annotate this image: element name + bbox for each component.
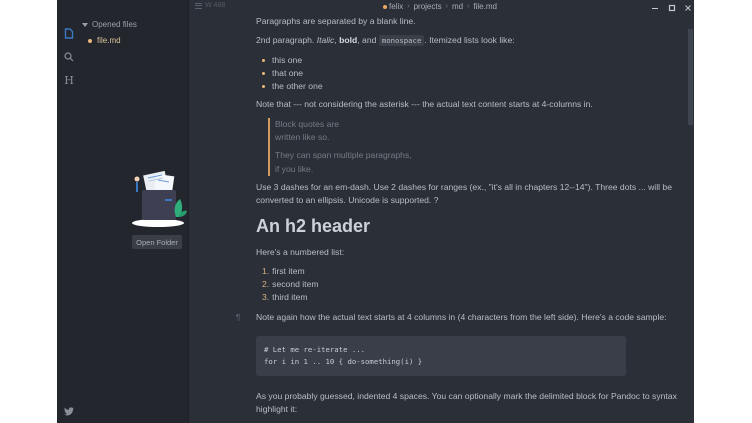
close-button[interactable]: [682, 2, 694, 14]
list-item: 2.second item: [262, 278, 686, 291]
list-item: that one: [262, 67, 686, 80]
text: if you like.: [275, 163, 314, 174]
list-item: 1.first item: [262, 265, 686, 278]
paragraph: Note that --- not considering the asteri…: [256, 99, 593, 110]
app-window: H Opened files file.md: [57, 0, 694, 423]
empty-folder-illustration: [132, 170, 187, 227]
blockquote: Block quotes are written like so. They c…: [268, 117, 686, 176]
toc-h-icon[interactable]: H: [64, 73, 74, 87]
paragraph-mark-icon[interactable]: ¶: [236, 312, 241, 322]
h2-header: An h2 header: [256, 215, 371, 236]
text: , and: [357, 35, 379, 46]
text: written like so.: [275, 132, 330, 143]
breadcrumb-item[interactable]: file.md: [473, 2, 497, 11]
text: Block quotes are: [275, 118, 340, 129]
italic-text: Italic: [316, 35, 335, 46]
text: . Itemized lists look like:: [424, 35, 515, 46]
text: third item: [272, 292, 308, 303]
paragraph: Use 3 dashes for an em-dash. Use 2 dashe…: [256, 181, 672, 206]
bold-text: bold: [339, 35, 358, 46]
activity-bar: H: [57, 0, 79, 423]
list-number: 3.: [262, 292, 270, 303]
paragraph: Paragraphs are separated by a blank line…: [256, 16, 416, 26]
breadcrumb: felix › projects › md › file.md: [383, 2, 497, 11]
opened-file-item[interactable]: file.md: [88, 36, 121, 45]
files-icon[interactable]: [63, 27, 75, 39]
file-name: file.md: [97, 36, 121, 45]
sidebar: Opened files file.md Open Folder: [79, 0, 189, 423]
chevron-right-icon: ›: [467, 3, 470, 10]
maximize-button[interactable]: [666, 2, 678, 14]
editor-pane: W 488 felix › projects › md › file.md Pa…: [190, 0, 694, 423]
text: first item: [272, 265, 305, 276]
numbered-list: 1.first item 2.second item 3.third item: [262, 265, 686, 305]
code-line: for i in 1 .. 10 { do-something(i) }: [264, 357, 423, 367]
text: ,: [334, 35, 340, 46]
chevron-right-icon: ›: [445, 3, 448, 10]
minimize-button[interactable]: [649, 2, 661, 14]
search-icon[interactable]: [63, 51, 75, 63]
open-folder-button[interactable]: Open Folder: [132, 235, 182, 249]
text: They can span multiple paragraphs,: [275, 150, 412, 161]
code-line: # Let me re-iterate ...: [264, 345, 366, 355]
inline-code: monospace: [378, 35, 425, 47]
quote-paragraph: They can span multiple paragraphs, if yo…: [275, 149, 686, 176]
menu-icon: [195, 2, 202, 9]
list-item: this one: [262, 54, 686, 67]
quote-paragraph: Block quotes are written like so.: [275, 118, 686, 145]
word-count-toggle[interactable]: W 488: [195, 2, 225, 9]
twitter-icon[interactable]: [63, 405, 75, 417]
list-number: 2.: [262, 279, 270, 290]
chevron-right-icon: ›: [407, 3, 410, 10]
list-item: 3.third item: [262, 291, 686, 304]
paragraph: ¶ Note again how the actual text starts …: [236, 311, 686, 324]
list-item: the other one: [262, 80, 686, 93]
markdown-content[interactable]: Paragraphs are separated by a blank line…: [236, 15, 686, 423]
breadcrumb-item[interactable]: projects: [413, 2, 442, 11]
unsaved-dot-icon: [88, 38, 92, 43]
text: Note again how the actual text starts at…: [256, 311, 667, 322]
list-number: 1.: [262, 265, 270, 276]
breadcrumb-item[interactable]: felix: [389, 2, 404, 11]
paragraph: 2nd paragraph. Italic, bold, and monospa…: [256, 34, 686, 47]
unsaved-dot-icon: [383, 4, 387, 9]
text: second item: [272, 279, 319, 290]
scrollbar-thumb[interactable]: [688, 29, 693, 125]
chevron-down-icon: [82, 22, 88, 27]
opened-files-header[interactable]: Opened files: [82, 20, 137, 29]
paragraph: Here's a numbered list:: [256, 246, 345, 257]
text: 2nd paragraph.: [256, 35, 317, 46]
word-count: W 488: [205, 2, 226, 9]
bullet-list: this one that one the other one: [262, 54, 686, 94]
paragraph: As you probably guessed, indented 4 spac…: [256, 391, 677, 415]
code-block: # Let me re-iterate ... for i in 1 .. 10…: [256, 336, 626, 377]
opened-files-label: Opened files: [92, 20, 137, 29]
vertical-scrollbar[interactable]: [688, 20, 694, 423]
breadcrumb-item[interactable]: md: [451, 2, 464, 11]
